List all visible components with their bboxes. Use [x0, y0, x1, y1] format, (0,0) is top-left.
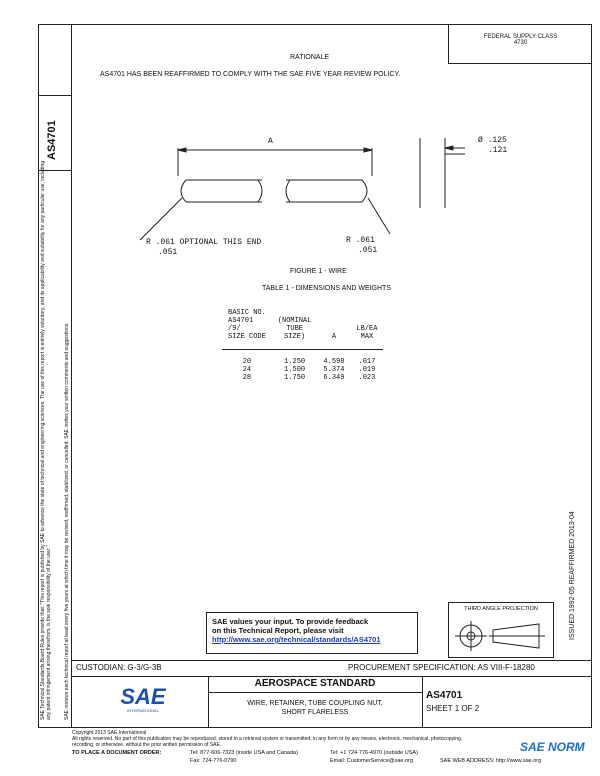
projection-symbol	[455, 621, 545, 651]
dim-a-label: A	[268, 137, 273, 146]
wire-right-body	[286, 179, 362, 203]
radius-left-line1: R .061 OPTIONAL THIS END	[146, 238, 262, 247]
diameter-top: Ø .125	[478, 136, 507, 145]
web-address[interactable]: SAE WEB ADDRESS: http://www.sae.org	[440, 758, 542, 764]
radius-right-line1: R .061	[346, 236, 375, 245]
feedback-line-1: SAE values your input. To provide feedba…	[212, 617, 369, 626]
table-header-row: BASIC NO. AS4701 /9/ SIZE CODE (NOMINAL …	[222, 309, 384, 350]
wire-left-end	[180, 179, 187, 203]
footer: Copyright 2013 SAE International All rig…	[72, 730, 592, 748]
side-code: AS4701	[46, 120, 58, 160]
row-rule-2	[72, 676, 592, 677]
drawing-frame	[38, 24, 592, 728]
fsc-value: 4730	[513, 40, 528, 46]
fsc-label: FEDERAL SUPPLY CLASS	[483, 34, 558, 40]
feedback-link[interactable]: http://www.sae.org/technical/standards/A…	[212, 635, 381, 644]
leader-right	[367, 197, 391, 235]
dimensions-table: BASIC NO. AS4701 /9/ SIZE CODE (NOMINAL …	[222, 309, 384, 382]
table-row: 24 1.500 5.374 .019	[222, 366, 383, 374]
third-angle-label: THIRD ANGLE PROJECTION	[464, 606, 538, 612]
side-divider-2	[38, 170, 72, 171]
row-rule-1	[72, 660, 592, 661]
table-cell: 28	[242, 374, 252, 382]
order-label: TO PLACE A DOCUMENT ORDER:	[72, 750, 162, 756]
table-cell: .019	[358, 366, 376, 374]
table-cell: .023	[358, 374, 376, 382]
title-divider-2	[422, 676, 423, 728]
table-cell: 24	[242, 366, 252, 374]
rationale-text: AS4701 HAS BEEN REAFFIRMED TO COMPLY WIT…	[100, 71, 401, 78]
footer-rights-2: recording, or otherwise, without the pri…	[72, 742, 222, 748]
break-left	[257, 179, 263, 203]
table-header: A	[317, 309, 351, 350]
table-row: 28 1.750 6.349 .023	[222, 374, 383, 382]
left-margin-strip	[38, 24, 72, 728]
title-divider-1	[208, 676, 209, 728]
break-right	[285, 179, 291, 203]
title-line-1: WIRE, RETAINER, TUBE COUPLING NUT,	[247, 700, 383, 707]
procurement-spec: PROCUREMENT SPECIFICATION: AS VIII-F-182…	[348, 663, 535, 672]
sae-logo-text: SAE	[120, 684, 166, 709]
fsc-box: FEDERAL SUPPLY CLASS 4730	[448, 24, 592, 64]
table-title: TABLE 1 - DIMENSIONS AND WEIGHTS	[262, 285, 392, 292]
footer-copyright: Copyright 2013 SAE International	[72, 730, 147, 736]
issue-line: ISSUED 1992-05 REAFFIRMED 2013-04	[569, 511, 576, 640]
wire-right-end	[361, 179, 368, 203]
table-header: LB/EA MAX	[350, 309, 384, 350]
wire-figure	[139, 138, 465, 241]
sae-logo-sub: INTERNATIONAL	[127, 708, 159, 713]
table-cell: 6.349	[323, 374, 345, 382]
diameter-bottom: .121	[488, 146, 508, 155]
side-divider-1	[38, 95, 72, 96]
table-header: BASIC NO. AS4701 /9/ SIZE CODE	[222, 309, 272, 350]
table-row: 20 1.250 4.598 .017	[222, 350, 383, 366]
table-header: (NOMINAL TUBE SIZE)	[271, 309, 318, 350]
footer-rights: All rights reserved. No part of this pub…	[72, 736, 463, 742]
title-divider-h	[208, 692, 422, 693]
table-cell: 4.598	[323, 358, 345, 366]
feedback-line-2: on this Technical Report, please visit	[212, 626, 344, 635]
feedback-box: SAE values your input. To provide feedba…	[206, 612, 418, 654]
table-cell: 1.500	[284, 366, 306, 374]
left-notice-1: SAE Technical Standards Board Rules prov…	[40, 160, 52, 720]
figure-caption: FIGURE 1 - WIRE	[290, 268, 347, 275]
table-cell: 1.750	[284, 374, 306, 382]
custodian: CUSTODIAN: G-3/G-3B	[76, 663, 162, 672]
fax: Fax: 724-776-0790	[190, 758, 237, 764]
tel-usa: Tel: 877-606-7323 (inside USA and Canada…	[190, 750, 298, 756]
radius-right-line2: .051	[358, 246, 378, 255]
table-cell: 5.374	[323, 366, 345, 374]
leader-left	[139, 197, 183, 241]
sheet-number: SHEET 1 OF 2	[426, 704, 480, 713]
tel-outside: Tel: +1 724-776-4970 (outside USA)	[330, 750, 418, 756]
sae-logo: SAE INTERNATIONAL	[118, 684, 168, 714]
third-angle-box: THIRD ANGLE PROJECTION	[448, 602, 554, 658]
wire-left-body	[186, 179, 262, 203]
document-code: AS4701	[426, 690, 463, 701]
email: Email: CustomerService@sae.org	[330, 758, 413, 764]
title-line-2: SHORT FLARELESS	[281, 709, 349, 716]
watermark: SAE NORM	[520, 740, 585, 754]
left-notice-2: SAE reviews each technical report at lea…	[64, 322, 70, 720]
table-cell: 20	[242, 358, 252, 366]
radius-left-line2: .051	[158, 248, 178, 257]
table-cell: 1.250	[284, 358, 306, 366]
standard-type: AEROSPACE STANDARD	[254, 678, 376, 689]
rationale-title: RATIONALE	[290, 54, 330, 61]
table-cell: .017	[358, 358, 376, 366]
